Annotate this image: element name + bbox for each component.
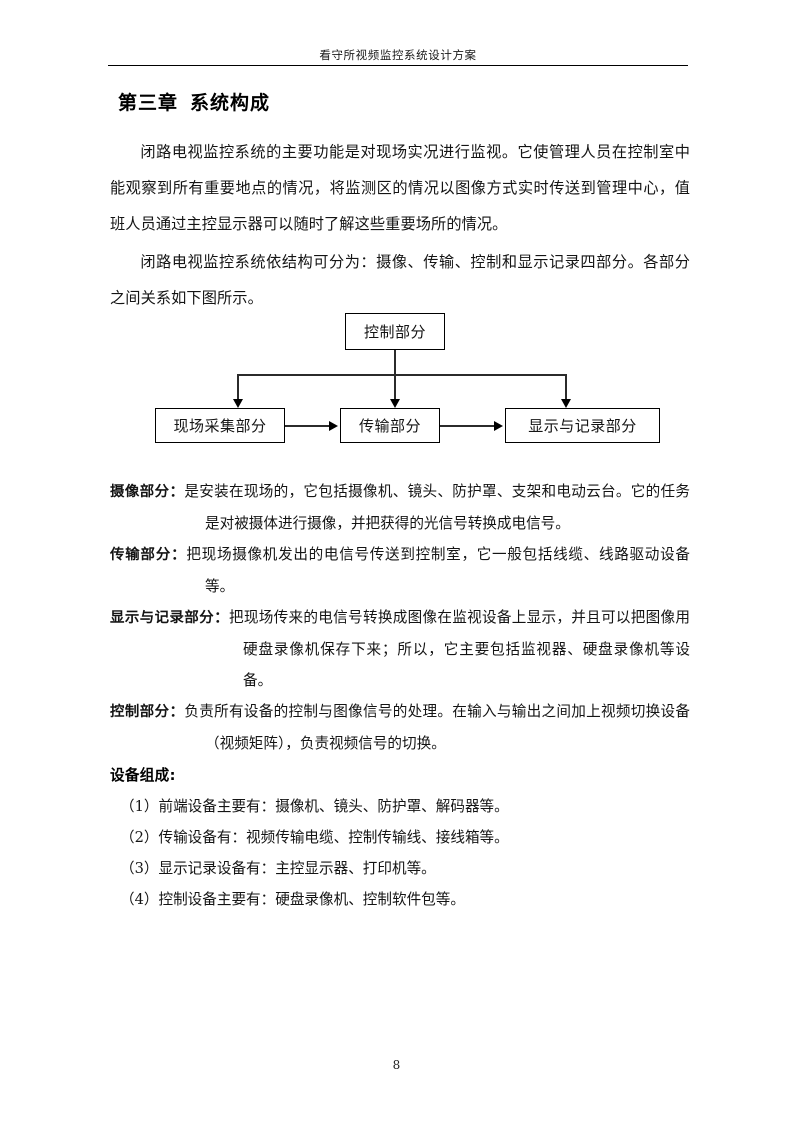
diagram-box-capture: 现场采集部分 bbox=[155, 408, 285, 443]
header-title: 看守所视频监控系统设计方案 bbox=[319, 48, 477, 62]
header-divider bbox=[108, 65, 688, 66]
diagram-box-display: 显示与记录部分 bbox=[505, 408, 660, 443]
diagram-box-transmit: 传输部分 bbox=[340, 408, 440, 443]
paragraph-2: 闭路电视监控系统依结构可分为：摄像、传输、控制和显示记录四部分。各部分之间关系如… bbox=[110, 253, 690, 307]
diagram-connector-transmit-to-display bbox=[440, 425, 494, 427]
equipment-list-item: （3）显示记录设备有：主控显示器、打印机等。 bbox=[120, 860, 436, 877]
equipment-list-item: （2）传输设备有：视频传输电缆、控制传输线、接线箱等。 bbox=[120, 829, 509, 846]
arrow-down-icon bbox=[390, 399, 400, 408]
equipment-list-item: （1）前端设备主要有：摄像机、镜头、防护罩、解码器等。 bbox=[120, 798, 509, 815]
arrow-right-icon bbox=[494, 421, 503, 431]
arrow-down-icon bbox=[561, 399, 571, 408]
equipment-list-item: （4）控制设备主要有：硬盘录像机、控制软件包等。 bbox=[120, 891, 465, 908]
definition-item: 控制部分：负责所有设备的控制与图像信号的处理。在输入与输出之间加上视频切换设备（… bbox=[110, 696, 690, 759]
definition-list: 摄像部分：是安装在现场的，它包括摄像机、镜头、防护罩、支架和电动云台。它的任务是… bbox=[110, 476, 690, 759]
definition-text: 负责所有设备的控制与图像信号的处理。在输入与输出之间加上视频切换设备（视频矩阵）… bbox=[184, 703, 690, 752]
definition-label: 控制部分 bbox=[110, 704, 170, 720]
diagram-connector-drop-left bbox=[237, 374, 239, 400]
definition-text: 是安装在现场的，它包括摄像机、镜头、防护罩、支架和电动云台。它的任务是对被摄体进… bbox=[184, 483, 690, 532]
equipment-heading: 设备组成: bbox=[110, 767, 176, 784]
diagram-connector-drop-middle bbox=[394, 374, 396, 400]
system-structure-diagram: 控制部分 现场采集部分 传输部分 显示与记录部分 bbox=[110, 300, 690, 455]
arrow-down-icon bbox=[233, 399, 243, 408]
definition-label: 显示与记录部分 bbox=[110, 610, 215, 626]
diagram-box-control: 控制部分 bbox=[345, 313, 445, 350]
definition-colon: ： bbox=[171, 546, 187, 563]
diagram-connector-capture-to-transmit bbox=[285, 425, 329, 427]
definition-item: 摄像部分：是安装在现场的，它包括摄像机、镜头、防护罩、支架和电动云台。它的任务是… bbox=[110, 476, 690, 539]
equipment-section: 设备组成: （1）前端设备主要有：摄像机、镜头、防护罩、解码器等。 （2）传输设… bbox=[110, 760, 690, 915]
arrow-right-icon bbox=[329, 421, 338, 431]
page-title: 第三章系统构成 bbox=[118, 88, 270, 115]
definition-item: 传输部分：把现场摄像机发出的电信号传送到控制室，它一般包括线缆、线路驱动设备等。 bbox=[110, 539, 690, 602]
definition-text: 把现场传来的电信号转换成图像在监视设备上显示，并且可以把图像用硬盘录像机保存下来… bbox=[229, 609, 690, 689]
definition-label: 摄像部分 bbox=[110, 484, 170, 500]
paragraph-1: 闭路电视监控系统的主要功能是对现场实况进行监视。它使管理人员在控制室中能观察到所… bbox=[110, 143, 690, 233]
page-number: 8 bbox=[392, 1058, 401, 1072]
definition-label: 传输部分 bbox=[110, 547, 172, 563]
definition-colon: ： bbox=[169, 483, 185, 500]
definition-item: 显示与记录部分：把现场传来的电信号转换成图像在监视设备上显示，并且可以把图像用硬… bbox=[110, 602, 690, 696]
page-header: 看守所视频监控系统设计方案 bbox=[108, 44, 688, 63]
diagram-connector-bus bbox=[237, 374, 566, 376]
definition-colon: ： bbox=[214, 609, 230, 626]
chapter-number: 第三章 bbox=[118, 92, 179, 114]
body-content: 闭路电视监控系统的主要功能是对现场实况进行监视。它使管理人员在控制室中能观察到所… bbox=[110, 134, 690, 318]
diagram-connector-stem bbox=[394, 350, 396, 375]
diagram-connector-drop-right bbox=[565, 374, 567, 400]
definition-text: 把现场摄像机发出的电信号传送到控制室，它一般包括线缆、线路驱动设备等。 bbox=[186, 546, 690, 595]
definition-colon: ： bbox=[169, 703, 185, 720]
chapter-title: 系统构成 bbox=[190, 92, 271, 114]
